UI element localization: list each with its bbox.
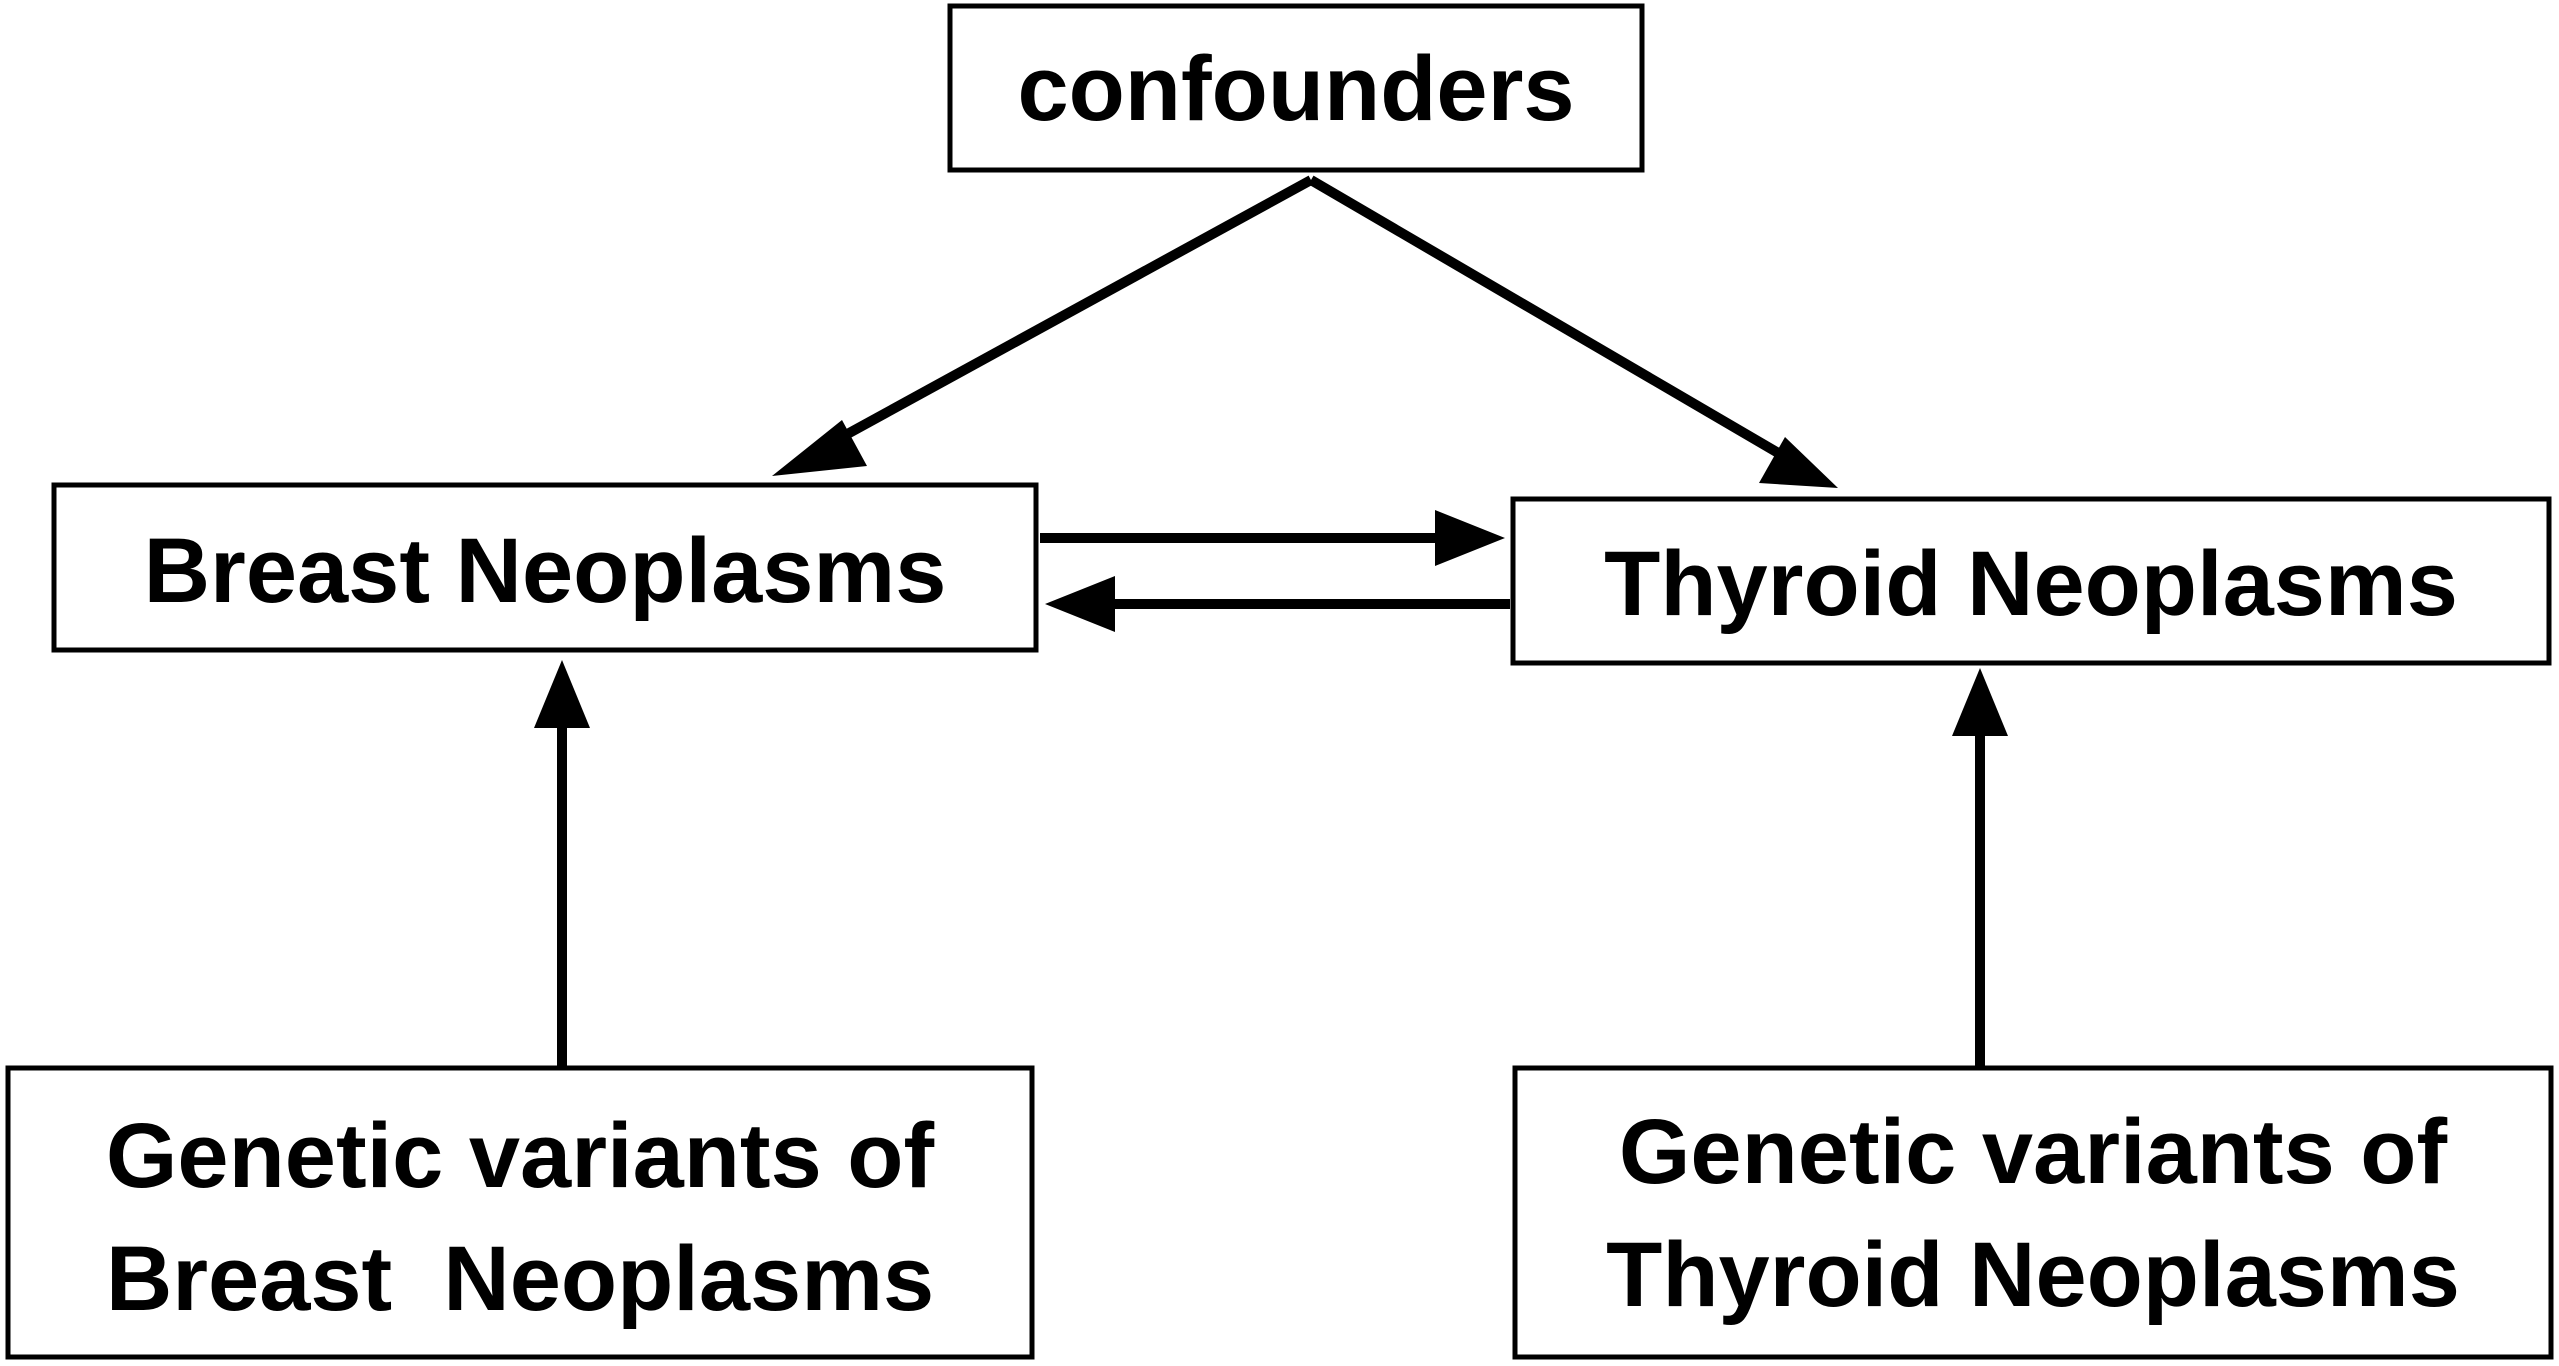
node-thyroid-neoplasms: Thyroid Neoplasms xyxy=(1510,496,2552,666)
edge-confounders-to-breast xyxy=(817,175,1314,454)
arrowhead-breast-genetic-to-breast xyxy=(534,660,590,728)
node-confounders: confounders xyxy=(947,3,1645,173)
node-breast-genetic-line1: Genetic variants of xyxy=(106,1105,935,1207)
node-breast-genetic-variants: Genetic variants of Breast Neoplasms xyxy=(5,1065,1035,1360)
node-thyroid-neoplasms-label: Thyroid Neoplasms xyxy=(1604,533,2458,635)
arrowhead-confounders-to-breast xyxy=(772,420,867,476)
edges xyxy=(534,175,2008,1068)
edge-confounders-to-thyroid xyxy=(1308,175,1783,459)
arrowhead-thyroid-genetic-to-thyroid xyxy=(1952,668,2008,736)
node-thyroid-genetic-variants: Genetic variants of Thyroid Neoplasms xyxy=(1512,1065,2554,1360)
node-thyroid-genetic-line1: Genetic variants of xyxy=(1619,1101,2448,1203)
node-breast-genetic-line2: Breast Neoplasms xyxy=(106,1228,934,1330)
arrowhead-breast-to-thyroid xyxy=(1435,510,1505,566)
arrowhead-confounders-to-thyroid xyxy=(1759,437,1838,488)
node-confounders-label: confounders xyxy=(1017,38,1574,140)
node-breast-neoplasms: Breast Neoplasms xyxy=(51,482,1039,653)
arrowhead-thyroid-to-breast xyxy=(1045,576,1115,632)
node-breast-neoplasms-label: Breast Neoplasms xyxy=(144,520,947,622)
node-thyroid-genetic-line2: Thyroid Neoplasms xyxy=(1606,1224,2460,1326)
